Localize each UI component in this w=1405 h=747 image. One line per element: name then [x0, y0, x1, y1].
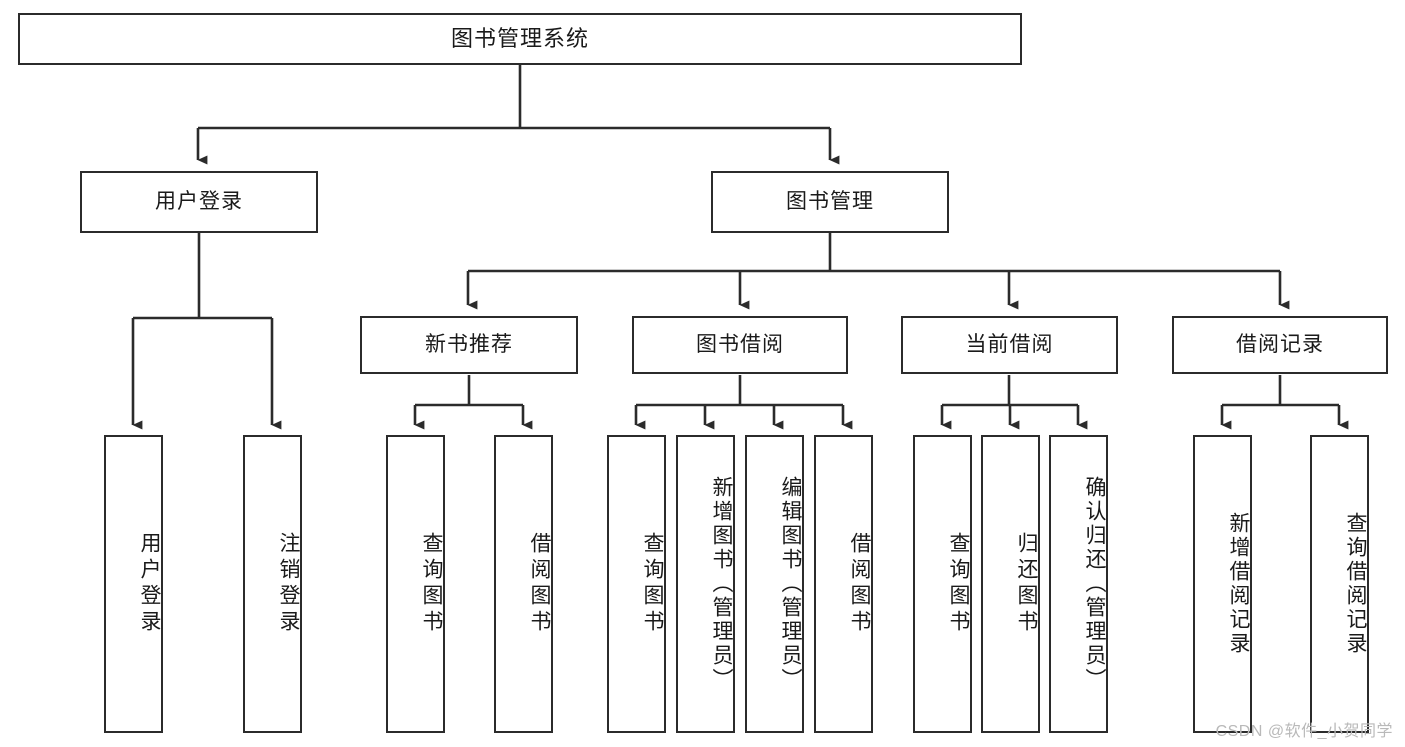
node-leaf-user-login[interactable]: 用户登录	[104, 435, 163, 733]
node-leaf-query-book-1-label: 查询图书	[420, 532, 443, 636]
node-current-borrow[interactable]: 当前借阅	[901, 316, 1118, 374]
node-leaf-user-login-label: 用户登录	[138, 532, 161, 636]
node-leaf-add-record-label: 新增借阅记录	[1227, 512, 1250, 656]
edge-group-current-borrow	[940, 375, 1088, 430]
node-leaf-borrow-book-1[interactable]: 借阅图书	[494, 435, 553, 733]
node-leaf-query-book-2[interactable]: 查询图书	[607, 435, 666, 733]
node-leaf-confirm-return-label: 确认归还（管理员）	[1083, 476, 1106, 692]
node-leaf-query-book-3-label: 查询图书	[947, 532, 970, 636]
edge-group-book-manage	[466, 233, 1290, 310]
node-book-manage[interactable]: 图书管理	[711, 171, 949, 233]
node-leaf-edit-book-label: 编辑图书（管理员）	[779, 476, 802, 692]
node-leaf-edit-book[interactable]: 编辑图书（管理员）	[745, 435, 804, 733]
node-book-borrow-label: 图书借阅	[696, 333, 784, 357]
node-current-borrow-label: 当前借阅	[965, 333, 1054, 357]
node-leaf-return-book-label: 归还图书	[1015, 532, 1038, 636]
node-user-login[interactable]: 用户登录	[80, 171, 318, 233]
node-book-borrow[interactable]: 图书借阅	[632, 316, 848, 374]
node-leaf-return-book[interactable]: 归还图书	[981, 435, 1040, 733]
node-root-label: 图书管理系统	[450, 25, 589, 51]
edge-group-root	[196, 65, 840, 165]
node-leaf-add-record[interactable]: 新增借阅记录	[1193, 435, 1252, 733]
node-leaf-add-book-label: 新增图书（管理员）	[710, 476, 733, 692]
node-leaf-borrow-book-2-label: 借阅图书	[848, 532, 871, 636]
edge-group-new-book-recommend	[413, 375, 533, 430]
node-new-book-recommend[interactable]: 新书推荐	[360, 316, 578, 374]
node-root[interactable]: 图书管理系统	[18, 13, 1022, 65]
node-leaf-logout-login[interactable]: 注销登录	[243, 435, 302, 733]
node-leaf-borrow-book-2[interactable]: 借阅图书	[814, 435, 873, 733]
node-user-login-label: 用户登录	[155, 190, 243, 214]
node-new-book-recommend-label: 新书推荐	[425, 333, 513, 357]
node-leaf-query-book-1[interactable]: 查询图书	[386, 435, 445, 733]
node-borrow-record-label: 借阅记录	[1236, 333, 1324, 357]
edge-group-borrow-record	[1220, 375, 1349, 430]
node-leaf-borrow-book-1-label: 借阅图书	[528, 532, 551, 636]
node-leaf-query-book-3[interactable]: 查询图书	[913, 435, 972, 733]
node-borrow-record[interactable]: 借阅记录	[1172, 316, 1388, 374]
edge-group-user-login	[131, 233, 282, 430]
node-leaf-add-book[interactable]: 新增图书（管理员）	[676, 435, 735, 733]
node-leaf-confirm-return[interactable]: 确认归还（管理员）	[1049, 435, 1108, 733]
edge-group-book-borrow	[634, 375, 853, 430]
node-leaf-logout-login-label: 注销登录	[277, 532, 300, 636]
node-leaf-query-record[interactable]: 查询借阅记录	[1310, 435, 1369, 733]
node-leaf-query-book-2-label: 查询图书	[641, 532, 664, 636]
watermark-text: CSDN @软件_小贺同学	[1215, 723, 1393, 740]
node-book-manage-label: 图书管理	[786, 190, 874, 214]
node-leaf-query-record-label: 查询借阅记录	[1344, 512, 1367, 656]
